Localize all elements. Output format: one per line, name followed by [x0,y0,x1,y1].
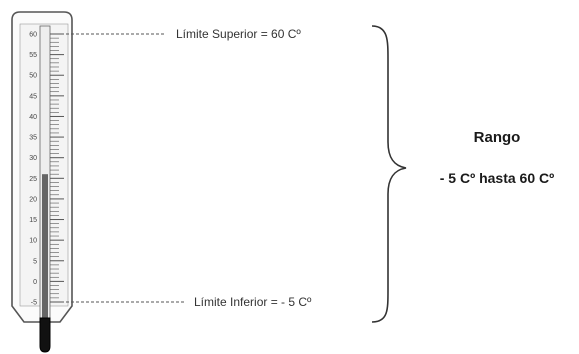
scale-tick-label: 15 [29,217,37,224]
range-value: - 5 Cº hasta 60 Cº [440,170,555,186]
scale-tick-label: 5 [33,258,37,265]
scale-tick-label: 40 [29,114,37,121]
range-brace [372,26,406,322]
scale-tick-label: 50 [29,73,37,80]
scale-tick-label: 20 [29,196,37,203]
thermometer-bulb [40,318,50,352]
scale-tick-label: 30 [29,155,37,162]
scale-tick-label: 35 [29,135,37,142]
scale-tick-label: 55 [29,52,37,59]
scale-tick-label: 25 [29,176,37,183]
scale-tick-label: -5 [31,300,37,307]
upper-limit-label: Límite Superior = 60 Cº [176,27,301,41]
liquid-column [42,174,48,330]
scale-tick-label: 0 [33,279,37,286]
lower-limit-label: Límite Inferior = - 5 Cº [194,295,312,309]
scale-tick-label: 45 [29,93,37,100]
scale-tick-label: 60 [29,32,37,39]
scale-tick-label: 10 [29,238,37,245]
range-title: Rango [474,129,521,146]
